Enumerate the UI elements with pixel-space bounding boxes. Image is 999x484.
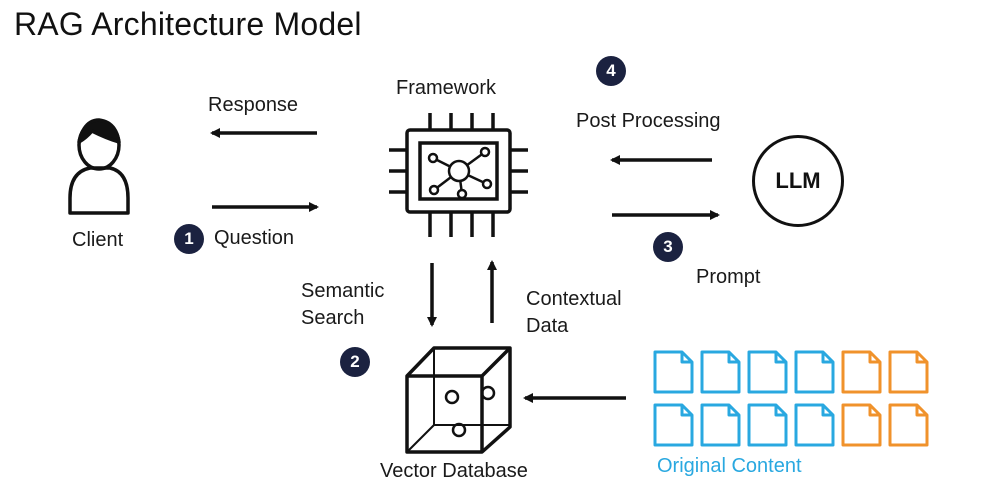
- contextual-data-label-line1: Contextual: [526, 288, 622, 310]
- vector-database-label: Vector Database: [380, 460, 528, 482]
- client-label: Client: [72, 229, 124, 251]
- llm-node: LLM: [752, 135, 844, 227]
- user-icon: [68, 118, 130, 215]
- document-icon: [841, 350, 882, 394]
- prompt-label: Prompt: [696, 266, 761, 288]
- semantic-search-label-line2: Search: [301, 307, 365, 329]
- step-badge-1: 1: [174, 224, 204, 254]
- semantic-search-label-line1: Semantic: [301, 280, 385, 302]
- document-icon: [794, 403, 835, 447]
- step-badge-3: 3: [653, 232, 683, 262]
- document-icon: [653, 350, 694, 394]
- question-label: Question: [214, 227, 295, 249]
- document-icon: [747, 350, 788, 394]
- document-icon: [888, 403, 929, 447]
- document-icon: [794, 350, 835, 394]
- document-icon: [888, 350, 929, 394]
- framework-label: Framework: [396, 77, 497, 99]
- document-icon: [841, 403, 882, 447]
- document-icon: [700, 403, 741, 447]
- document-icon: [747, 403, 788, 447]
- post-processing-label: Post Processing: [576, 110, 721, 132]
- document-icon: [653, 403, 694, 447]
- document-grid: [653, 350, 929, 447]
- step-badge-2: 2: [340, 347, 370, 377]
- chip-icon: [389, 113, 528, 237]
- cube-icon: [405, 346, 512, 454]
- document-icon: [700, 350, 741, 394]
- response-label: Response: [208, 94, 299, 116]
- step-badge-4: 4: [596, 56, 626, 86]
- contextual-data-label-line2: Data: [526, 315, 569, 337]
- arrows: [210, 128, 720, 403]
- diagram-title: RAG Architecture Model: [14, 6, 362, 42]
- original-content-label: Original Content: [657, 455, 802, 477]
